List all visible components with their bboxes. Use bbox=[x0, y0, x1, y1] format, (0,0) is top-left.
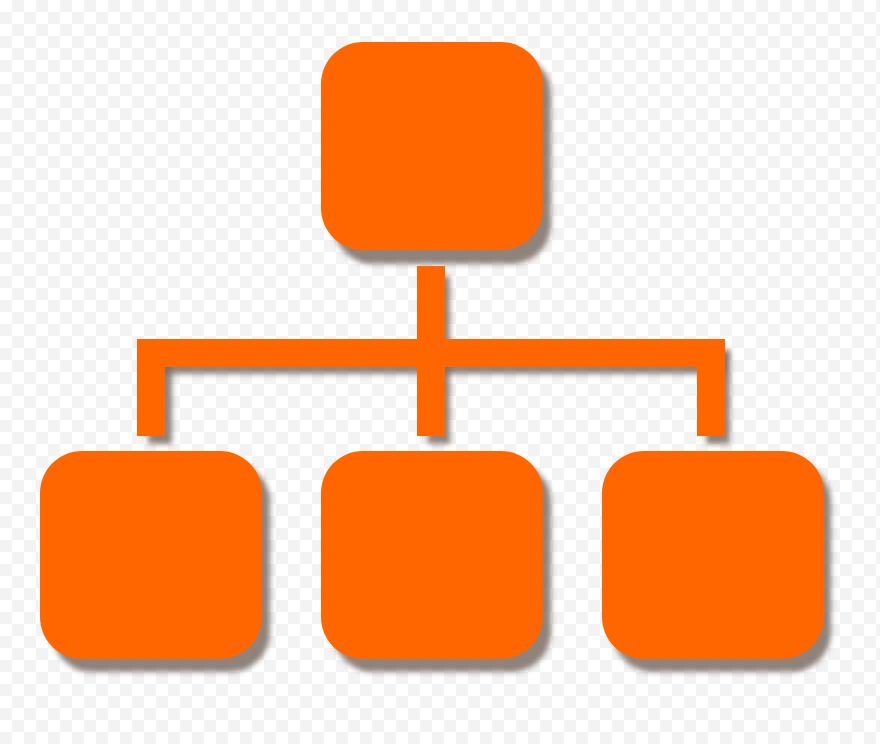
center-drop-connector bbox=[417, 339, 445, 436]
connector-lines bbox=[137, 266, 725, 436]
left-drop-connector bbox=[137, 339, 165, 436]
root-node bbox=[321, 42, 543, 250]
child-node-center bbox=[321, 451, 543, 659]
child-node-right bbox=[602, 451, 824, 659]
right-drop-connector bbox=[697, 339, 725, 436]
child-node-left bbox=[40, 451, 262, 659]
node-boxes bbox=[40, 42, 824, 659]
